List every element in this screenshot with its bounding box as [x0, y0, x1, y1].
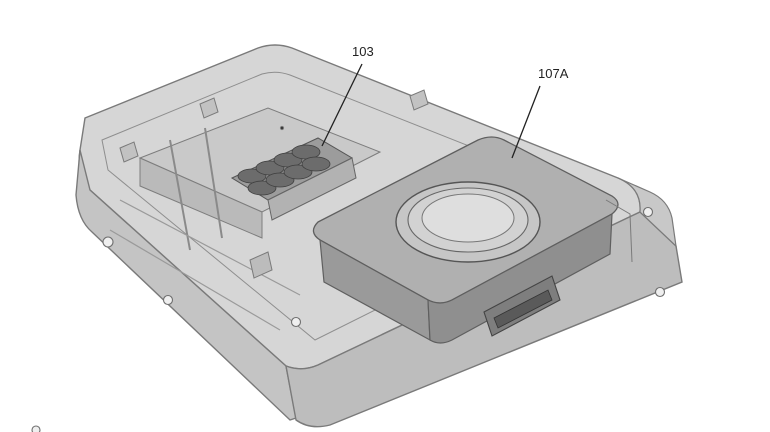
- screw-hole: [31, 425, 41, 432]
- small-dot: [279, 125, 285, 131]
- leader-line-103: [321, 63, 363, 147]
- module-107A-front-right: [427, 212, 613, 344]
- module-107A-disc-inner: [421, 193, 515, 243]
- screw-hole: [642, 206, 654, 218]
- minor-details: [119, 89, 633, 279]
- left-compartment: [109, 107, 382, 331]
- component-103: [230, 137, 357, 221]
- component-103-bracket: [267, 157, 357, 221]
- callout-label-103: 103: [352, 44, 374, 59]
- leader-line-107A: [511, 85, 541, 159]
- component-103-coils: [237, 144, 331, 196]
- internal-strut: [169, 139, 191, 251]
- compartment-wall: [139, 157, 263, 239]
- screw-hole: [102, 236, 114, 248]
- clip-feature: [119, 141, 139, 163]
- clip-feature: [249, 251, 273, 279]
- clip-feature: [199, 97, 219, 119]
- edge-line: [605, 199, 633, 263]
- internal-strut: [109, 229, 281, 331]
- screw-hole: [162, 294, 174, 306]
- clip-feature: [409, 89, 429, 111]
- internal-strut: [204, 127, 223, 239]
- screw-hole: [290, 316, 302, 328]
- module-107A: [312, 136, 619, 344]
- leader-lines: [321, 63, 541, 159]
- internal-strut: [119, 199, 301, 296]
- screw-hole: [654, 286, 666, 298]
- screw-holes: [31, 206, 666, 432]
- module-107A-connector-slot: [493, 289, 553, 329]
- callout-label-107A: 107A: [538, 66, 569, 81]
